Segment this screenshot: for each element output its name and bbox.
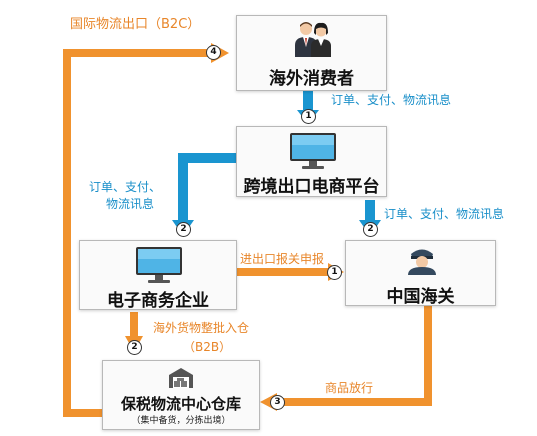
monitor-icon bbox=[290, 133, 336, 169]
warehouse-title: 保税物流中心仓库 bbox=[120, 395, 241, 413]
monitor-icon bbox=[136, 247, 182, 283]
platform-enterprise-label-1: 订单、支付、 bbox=[89, 180, 162, 194]
consumer-platform-label: 订单、支付、物流讯息 bbox=[331, 93, 452, 107]
consumer-node: 海外消费者 bbox=[236, 15, 387, 91]
warehouse-subtitle: （集中备货，分拣出境） bbox=[131, 416, 231, 426]
b2c-label: 国际物流出口（B2C） bbox=[70, 17, 201, 32]
customs-officer-icon bbox=[408, 249, 436, 275]
platform-title: 跨境出口电商平台 bbox=[243, 177, 380, 197]
platform-enterprise-label-2: 物流讯息 bbox=[106, 197, 155, 211]
goods-in-label-1: 海外货物整批入仓 bbox=[153, 321, 250, 335]
customs-title: 中国海关 bbox=[386, 287, 455, 307]
step-badge: 1 bbox=[301, 109, 316, 124]
goods-in-label-2: （B2B） bbox=[183, 340, 232, 354]
platform-node: 跨境出口电商平台 bbox=[236, 126, 387, 197]
platform-customs-label: 订单、支付、物流讯息 bbox=[384, 207, 505, 221]
consumers-icon bbox=[295, 22, 331, 57]
step-badge: 3 bbox=[270, 395, 285, 410]
customs-node: 中国海关 bbox=[345, 240, 496, 307]
warehouse-icon bbox=[169, 368, 193, 388]
step-badge: 2 bbox=[176, 222, 191, 237]
enterprise-node: 电子商务企业 bbox=[79, 240, 237, 311]
customs-warehouse-arrow bbox=[275, 306, 432, 406]
warehouse-node: 保税物流中心仓库 （集中备货，分拣出境） bbox=[102, 360, 260, 430]
b2c-arrow bbox=[63, 49, 213, 417]
consumer-title: 海外消费者 bbox=[269, 69, 354, 89]
step-badge: 2 bbox=[127, 340, 142, 355]
step-badge: 4 bbox=[206, 45, 221, 60]
platform-enterprise-arrow bbox=[178, 153, 236, 222]
declare-label: 进出口报关申报 bbox=[240, 252, 325, 266]
enterprise-title: 电子商务企业 bbox=[107, 291, 209, 311]
step-badge: 2 bbox=[363, 222, 378, 237]
release-label: 商品放行 bbox=[325, 381, 374, 395]
step-badge: 1 bbox=[327, 265, 342, 280]
